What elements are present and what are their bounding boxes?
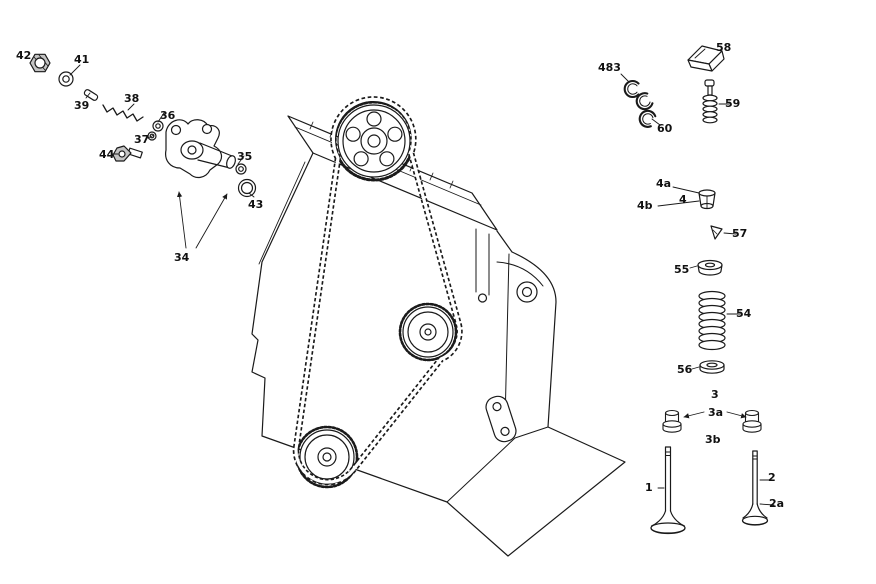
cam-follower-58 — [687, 45, 725, 72]
part-label-35: 35 — [237, 150, 253, 163]
part-label-3a: 3a — [708, 406, 724, 419]
valve-train-parts — [623, 45, 769, 535]
valve-collets-4 — [698, 189, 716, 210]
part-label-37: 37 — [134, 133, 150, 146]
engine-mount-hole — [516, 281, 538, 303]
spring-seat-56 — [699, 360, 725, 374]
mounting-pad — [485, 395, 517, 443]
valve-stem-seal-3a — [662, 409, 682, 433]
intake-valve-1 — [650, 446, 686, 535]
part-label-39: 39 — [74, 99, 90, 112]
part-label-44: 44 — [99, 148, 115, 161]
washer-36 — [152, 120, 164, 132]
part-label-36: 36 — [160, 109, 176, 122]
retainer-clip — [632, 90, 655, 114]
washer-35 — [235, 163, 247, 175]
part-label-56: 56 — [677, 363, 693, 376]
washer-41 — [58, 71, 74, 87]
retainer-clip-60 — [636, 107, 658, 130]
keeper-wedge-57 — [710, 225, 723, 240]
valve-stem-seal-3b — [742, 409, 762, 433]
part-label-42: 42 — [16, 49, 32, 62]
part-label-38: 38 — [124, 92, 140, 105]
tensioner-body-34 — [165, 119, 236, 179]
part-label-4a: 4a — [656, 177, 672, 190]
spring-38 — [102, 104, 144, 122]
bolt-hole — [477, 293, 488, 303]
lash-spring-59 — [702, 79, 718, 124]
valve-spring-54 — [698, 290, 726, 351]
exhaust-valve-2 — [741, 450, 769, 526]
part-label-1: 1 — [645, 481, 653, 494]
spring-retainer-55 — [697, 259, 723, 276]
part-label-57: 57 — [732, 227, 748, 240]
part-label-58: 58 — [716, 41, 732, 54]
crankcase-outline — [251, 152, 626, 557]
part-label-2: 2 — [768, 471, 776, 484]
part-label-60: 60 — [657, 122, 673, 135]
part-label-3: 3 — [711, 388, 719, 401]
part-label-4b: 4b — [637, 199, 653, 212]
tensioner-assembly — [29, 53, 257, 198]
timing-chain — [292, 96, 463, 486]
pin-39 — [83, 89, 99, 101]
crankshaft-sprocket — [295, 425, 359, 489]
part-label-54: 54 — [736, 307, 752, 320]
bolt-44 — [112, 145, 143, 162]
part-label-3b: 3b — [705, 433, 721, 446]
o-ring-43 — [237, 178, 257, 198]
idler-sprocket — [398, 302, 458, 362]
retainer-clip — [623, 79, 640, 99]
part-label-59: 59 — [725, 97, 741, 110]
timing-cover-plate — [287, 115, 498, 231]
part-label-34: 34 — [174, 251, 190, 264]
part-label-483: 483 — [598, 61, 621, 74]
part-label-4: 4 — [679, 193, 687, 206]
part-label-55: 55 — [674, 263, 690, 276]
part-label-2a: 2a — [769, 497, 785, 510]
hex-nut-42 — [29, 53, 51, 73]
leader-lines — [69, 64, 775, 506]
part-label-41: 41 — [74, 53, 90, 66]
part-label-43: 43 — [248, 198, 264, 211]
engine-block-drawing — [251, 115, 626, 557]
